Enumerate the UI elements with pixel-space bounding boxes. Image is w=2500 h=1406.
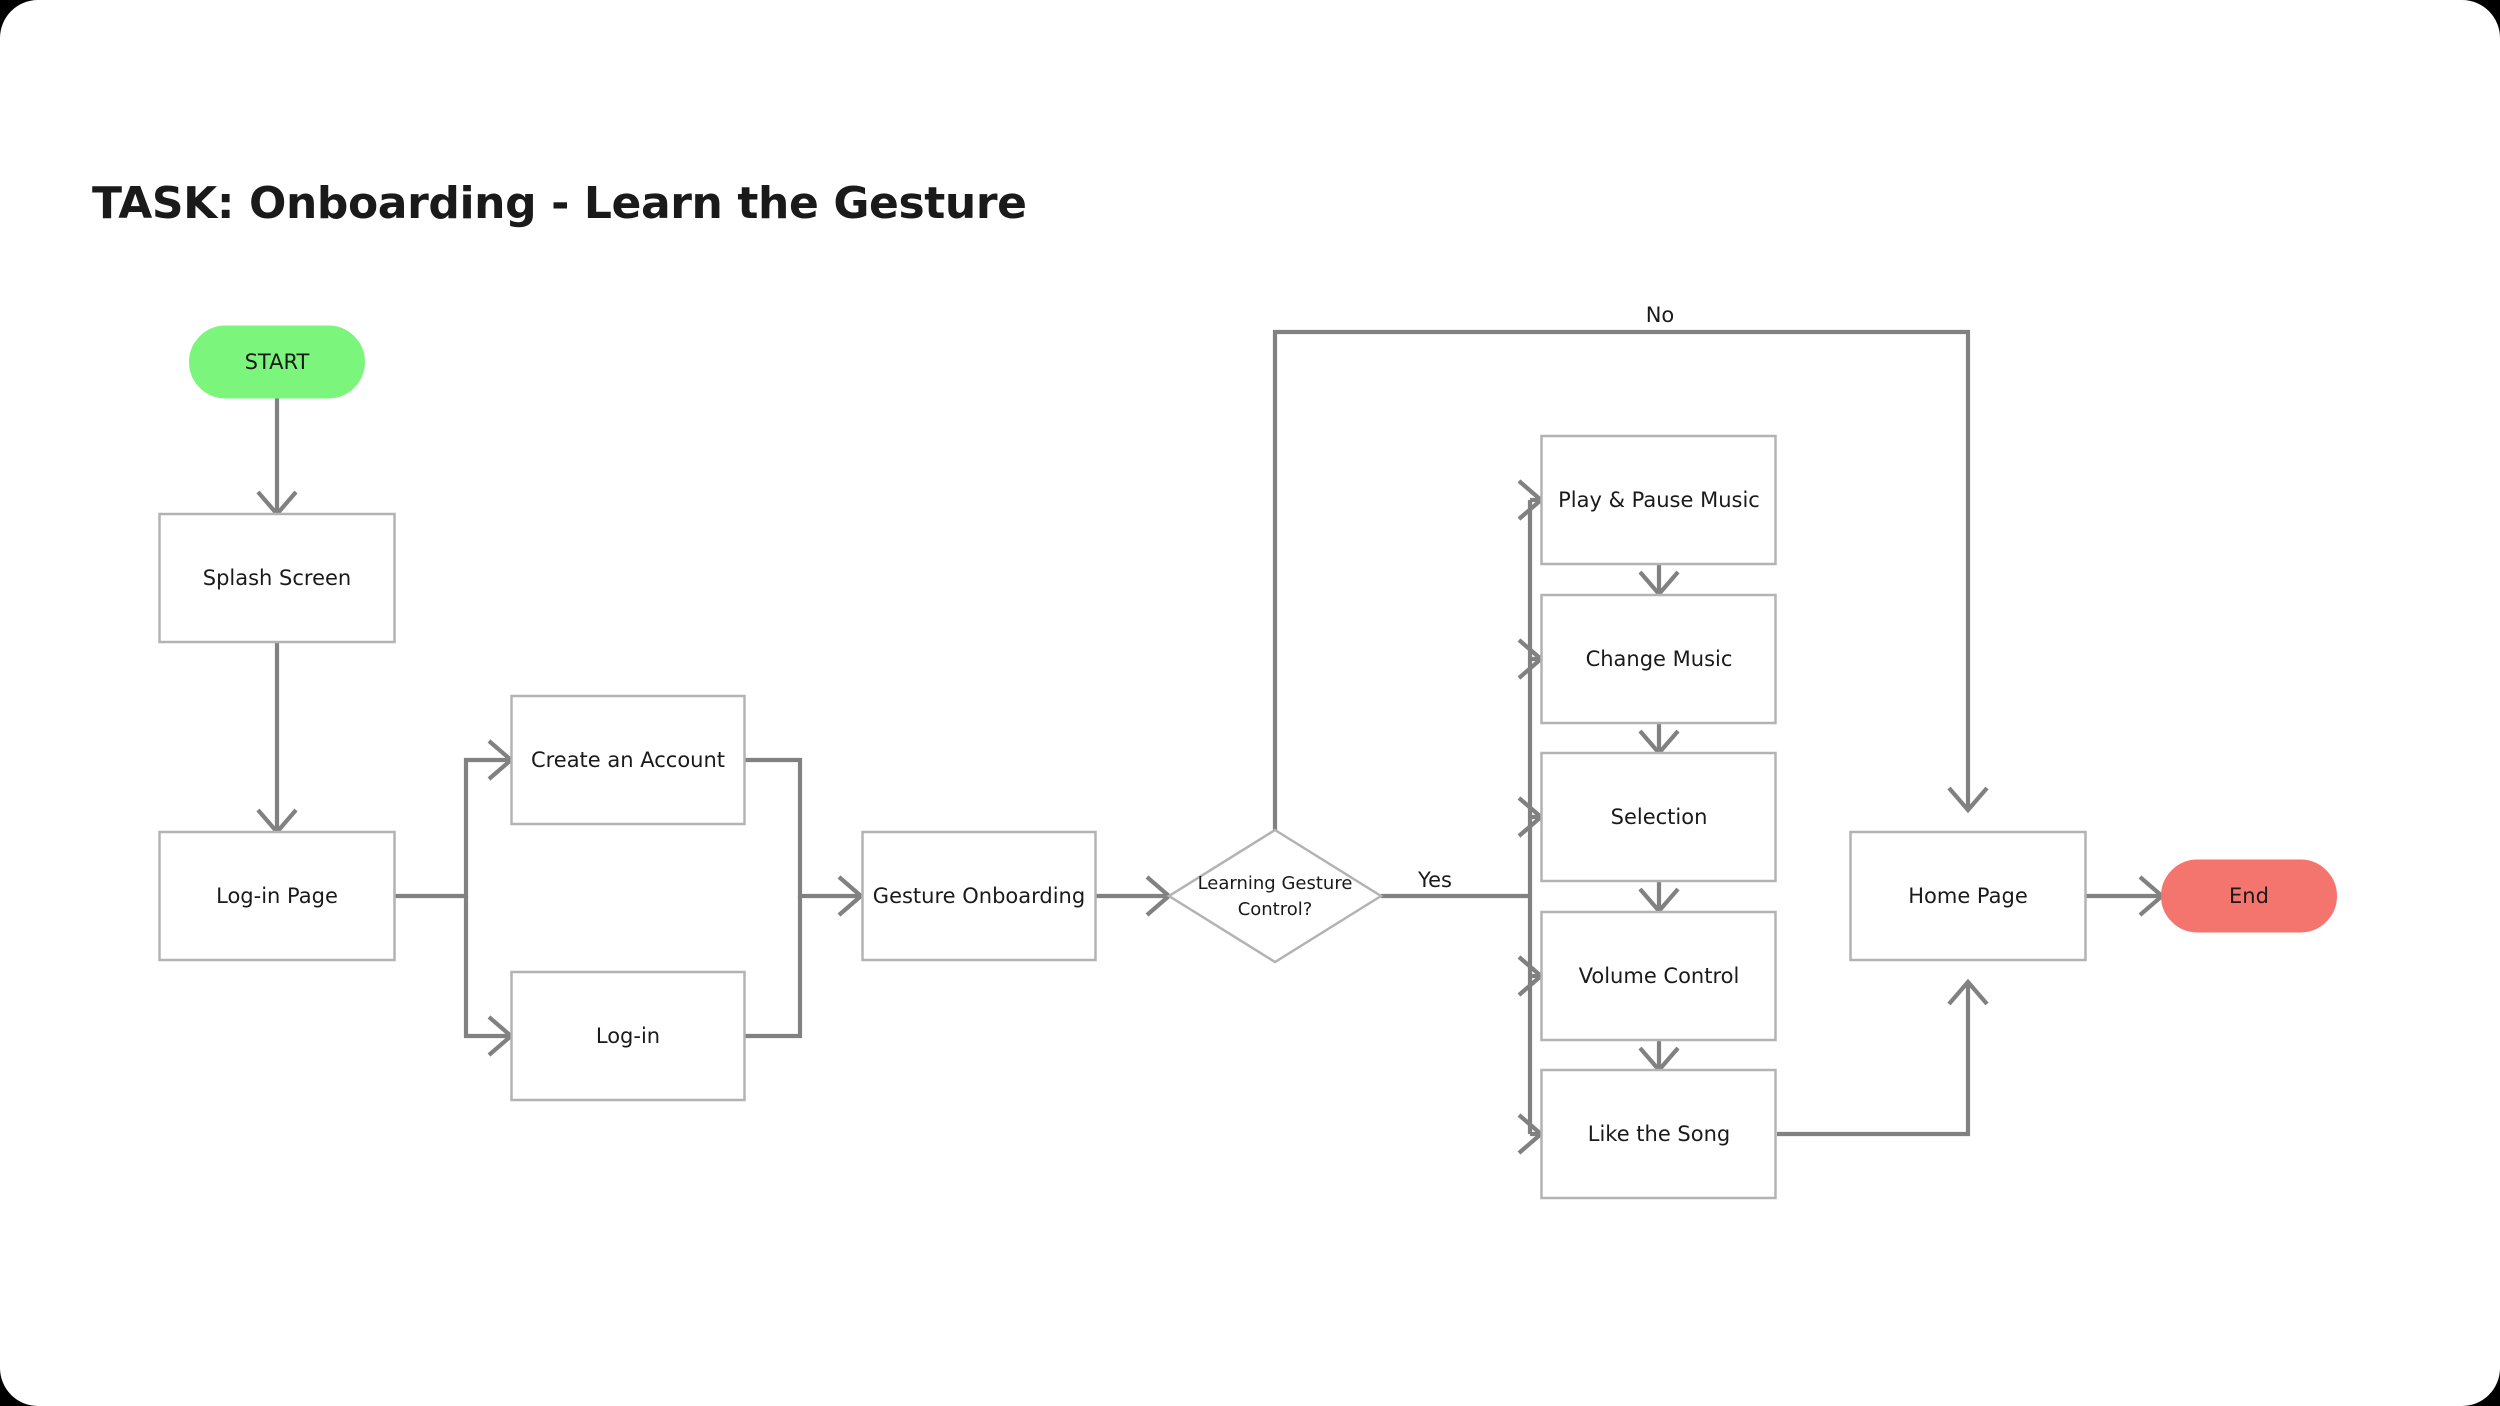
node-gesture-onboarding-label: Gesture Onboarding <box>873 884 1085 908</box>
node-change-music-label: Change Music <box>1586 647 1733 671</box>
page-title: TASK: Onboarding - Learn the Gesture <box>92 178 1027 229</box>
edge-selection-to-volume <box>1638 881 1680 915</box>
edge-label-no: No <box>1646 303 1675 327</box>
node-selection-label: Selection <box>1611 805 1708 829</box>
node-start[interactable]: START <box>189 325 365 399</box>
edge-start-to-splash <box>256 398 298 518</box>
node-create-an-account[interactable]: Create an Account <box>510 694 746 826</box>
node-decision-label-line1: Learning Gesture <box>1198 873 1353 894</box>
node-login-page[interactable]: Log-in Page <box>158 830 396 962</box>
node-login-page-label: Log-in Page <box>216 884 338 908</box>
node-start-label: START <box>245 350 310 374</box>
node-splash-screen-label: Splash Screen <box>203 566 352 590</box>
edge-label-yes: Yes <box>1417 868 1452 892</box>
node-login[interactable]: Log-in <box>510 970 746 1102</box>
node-create-an-account-label: Create an Account <box>531 748 725 772</box>
node-change-music[interactable]: Change Music <box>1540 593 1777 725</box>
node-home-page-label: Home Page <box>1908 884 2028 908</box>
node-splash-screen[interactable]: Splash Screen <box>158 512 396 644</box>
edge-like-to-home <box>1777 978 1989 1137</box>
edge-volume-to-like <box>1638 1040 1680 1074</box>
edge-decision-no-to-home <box>1272 329 1989 830</box>
node-home-page[interactable]: Home Page <box>1849 830 2087 962</box>
edge-home-to-end <box>2086 875 2166 917</box>
edge-splash-to-loginpage <box>256 642 298 836</box>
node-volume-control-label: Volume Control <box>1579 964 1740 988</box>
node-end[interactable]: End <box>2161 859 2337 933</box>
edge-gesture-to-decision <box>1096 875 1173 917</box>
edge-createacct-to-gesture <box>745 757 865 917</box>
edge-change-to-selection <box>1638 723 1680 757</box>
node-like-the-song-label: Like the Song <box>1588 1122 1731 1146</box>
node-gesture-onboarding[interactable]: Gesture Onboarding <box>861 830 1097 962</box>
node-play-pause-music-label: Play & Pause Music <box>1558 488 1760 512</box>
edge-loginpage-to-login <box>463 896 515 1057</box>
node-end-label: End <box>2229 884 2269 908</box>
node-decision-label-line2: Control? <box>1238 899 1313 920</box>
edge-login-to-gesture <box>745 896 803 1039</box>
node-play-pause-music[interactable]: Play & Pause Music <box>1540 434 1777 566</box>
edge-play-to-change <box>1638 564 1680 598</box>
node-selection[interactable]: Selection <box>1540 751 1777 883</box>
edge-decision-yes-bus <box>1381 500 1533 1134</box>
node-login-label: Log-in <box>596 1024 660 1048</box>
node-like-the-song[interactable]: Like the Song <box>1540 1068 1777 1200</box>
edge-loginpage-to-createacct <box>395 739 515 899</box>
node-decision-learning-gesture-control[interactable]: Learning Gesture Control? <box>1166 828 1384 964</box>
node-volume-control[interactable]: Volume Control <box>1540 910 1777 1042</box>
